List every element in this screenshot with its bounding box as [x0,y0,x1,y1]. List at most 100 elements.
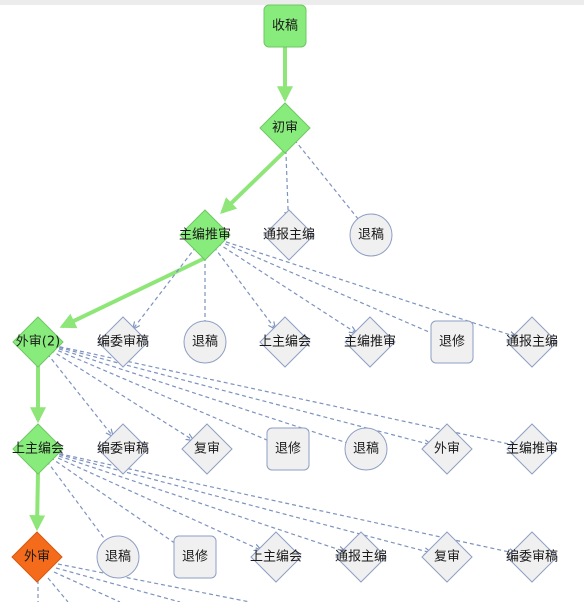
rect-node-shape [263,4,307,48]
flow-node-notify-editor-1[interactable]: 通报主编 [263,209,315,261]
rect-node-shape [173,535,217,579]
flow-node-external-review-current[interactable]: 外审 [11,531,63,583]
flow-node-committee-review-3[interactable]: 编委审稿 [506,531,558,583]
edge-editor_recommend_1-to-editor_meeting_1 [213,246,276,329]
flow-node-label: 通报主编 [335,550,387,565]
flow-node-label: 上主编会 [12,442,64,457]
flow-node-notify-editor-2[interactable]: 通报主编 [506,316,558,368]
flow-node-editor-meeting-main[interactable]: 上主编会 [12,423,64,475]
edge-external_review_2-to-committee_review_2 [46,353,113,437]
edge-editor_meeting_main-to-notify_editor_3 [52,453,346,552]
flow-node-editor-recommend-2[interactable]: 主编推审 [344,316,396,368]
diamond-node-shape [12,316,64,368]
edge-first_review-to-notify_editor_1 [286,142,289,219]
flow-node-label: 复审 [194,442,220,457]
diamond-node-shape [11,531,63,583]
edge-editor_meeting_main-to-committee_review_3 [52,451,517,553]
diamond-node-shape [12,423,64,475]
flow-node-label: 退稿 [192,334,218,350]
flow-node-label: 初审 [272,121,298,136]
edge-first_review-to-editor_recommend_1 [220,149,287,215]
rect-node-shape [430,320,474,364]
flow-node-label: 退稿 [105,549,131,565]
flow-node-external-review-2[interactable]: 外审(2) [12,316,64,368]
flow-node-label: 复审 [434,550,460,565]
flow-node-recheck-1[interactable]: 复审 [181,423,233,475]
edge-editor_recommend_1-to-revise_1 [218,240,440,337]
diamond-node-shape [506,316,558,368]
circle-node-shape [183,320,227,364]
diamond-node-shape [181,423,233,475]
flow-node-label: 退稿 [358,227,384,243]
circle-node-shape [96,535,140,579]
flow-node-editor-recommend-1[interactable]: 主编推审 [179,209,231,261]
diamond-node-shape [506,423,558,475]
flow-node-first-review[interactable]: 初审 [259,102,311,154]
flow-node-label: 主编推审 [179,228,231,243]
flow-node-editor-recommend-3[interactable]: 主编推审 [506,423,558,475]
edge-external_review_2-to-recheck_1 [50,349,194,441]
flow-node-return-2[interactable]: 退稿 [183,320,227,364]
flow-node-return-1[interactable]: 退稿 [349,213,393,257]
circle-node-shape [344,427,388,471]
flow-node-return-3[interactable]: 退稿 [344,427,388,471]
diamond-node-shape [250,531,302,583]
flow-node-revise-3[interactable]: 退修 [173,535,217,579]
edge-external_review_2-to-external_review_opt [52,345,432,445]
diamond-node-shape [259,316,311,368]
edge-external_review_2-to-editor_recommend_3 [52,344,517,446]
diamond-node-shape [344,316,396,368]
flow-node-recheck-2[interactable]: 复审 [421,531,473,583]
diamond-node-shape [97,316,149,368]
flow-node-label: 退稿 [353,441,379,457]
diamond-node-shape [97,423,149,475]
offscreen-edges [37,563,251,602]
edge-editor_meeting_main-to-recheck_2 [52,452,432,553]
edge-editor_meeting_main-to-revise_3 [50,457,183,550]
flow-node-label: 主编推审 [344,335,396,350]
flow-node-committee-review-1[interactable]: 编委审稿 [97,316,149,368]
flow-node-editor-meeting-2[interactable]: 上主编会 [250,531,302,583]
diamond-node-shape [506,531,558,583]
flow-node-label: 退修 [439,335,465,350]
nodes-layer: 收稿初审通报主编退稿主编推审外审(2)编委审稿退稿上主编会主编推审退修通报主编上… [11,4,558,583]
diamond-node-shape [421,531,473,583]
diamond-node-shape [259,102,311,154]
flow-node-label: 主编推审 [506,442,558,457]
flow-node-label: 收稿 [272,18,298,34]
flow-node-label: 上主编会 [259,335,311,350]
diamond-node-shape [421,423,473,475]
flow-node-label: 编委审稿 [506,549,558,565]
top-scroll-strip [0,0,584,5]
flow-node-label: 退修 [275,442,301,457]
flow-node-label: 编委审稿 [97,441,149,457]
flow-node-receive[interactable]: 收稿 [263,4,307,48]
flow-node-label: 上主编会 [250,550,302,565]
flow-node-label: 通报主编 [263,228,315,243]
flow-node-label: 编委审稿 [97,334,149,350]
flow-node-label: 外审(2) [16,335,60,350]
edge-editor_meeting_main-to-external_review_current [29,471,46,532]
edge-editor_meeting_main-to-return_4 [46,460,110,546]
flow-node-return-4[interactable]: 退稿 [96,535,140,579]
edge-editor_recommend_1-to-committee_review_1 [133,246,197,330]
rect-node-shape [266,427,310,471]
flow-node-label: 通报主编 [506,335,558,350]
edge-external_review_2-to-return_3 [52,346,353,445]
flow-node-committee-review-2[interactable]: 编委审稿 [97,423,149,475]
edge-editor_recommend_1-to-external_review_2 [59,256,206,329]
edge-external_review_2-to-revise_2 [51,347,276,444]
edge-first_review-to-return_1 [293,139,362,225]
flow-node-revise-1[interactable]: 退修 [430,320,474,364]
edge-editor_meeting_main-to-editor_meeting_2 [51,454,262,550]
flow-node-label: 外审 [24,550,50,565]
circle-node-shape [349,213,393,257]
edges-layer [29,45,517,554]
diamond-node-shape [335,531,387,583]
flow-node-editor-meeting-1[interactable]: 上主编会 [259,316,311,368]
diamond-node-shape [179,209,231,261]
flow-node-revise-2[interactable]: 退修 [266,427,310,471]
flow-node-notify-editor-3[interactable]: 通报主编 [335,531,387,583]
flow-node-external-review-opt[interactable]: 外审 [421,423,473,475]
